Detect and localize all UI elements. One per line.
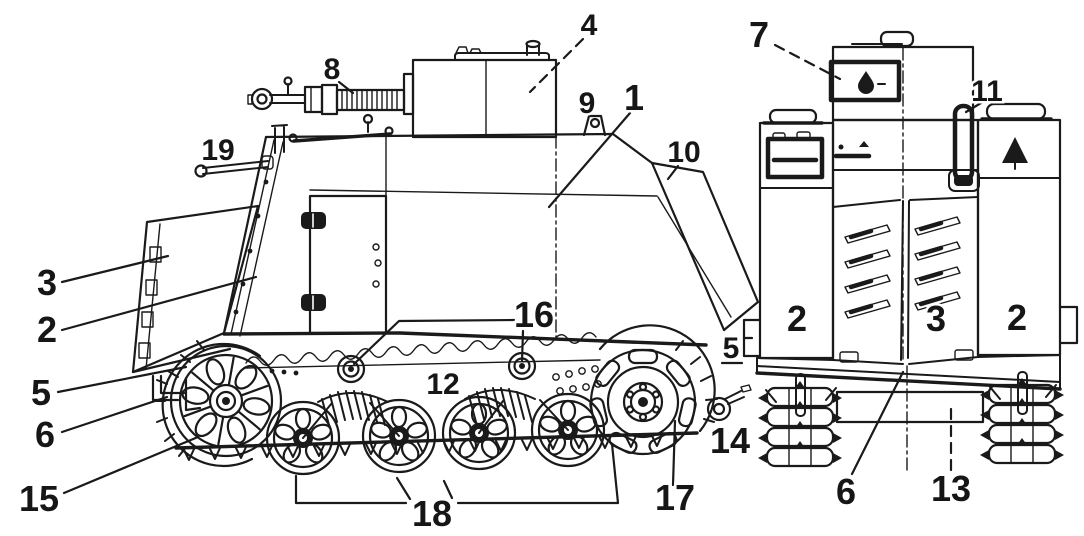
callout-18: 18: [412, 493, 452, 534]
roof-mount: [582, 114, 607, 137]
idler-wheel: [169, 344, 283, 458]
leader-8: [337, 80, 355, 95]
rear-undercarriage: [755, 354, 1066, 473]
running-gear: [153, 324, 752, 476]
leader-lines: [56, 37, 983, 505]
leader-11: [964, 101, 983, 114]
leader-4: [528, 37, 585, 94]
handle-rail: [952, 103, 975, 183]
leader-1: [547, 111, 632, 209]
leader-17: [671, 419, 677, 487]
track-rear-wrap: [598, 324, 716, 433]
callout-15: 15: [19, 478, 59, 519]
leader-7: [773, 43, 842, 81]
callout-9: 9: [579, 87, 596, 120]
callout-4: 4: [581, 9, 598, 42]
callout-6: 6: [35, 414, 55, 455]
callout-19: 19: [201, 134, 234, 167]
fender-band: [756, 365, 1061, 383]
side-view: [131, 39, 760, 476]
turret-hatch: [454, 52, 550, 61]
side-bracket: [1058, 305, 1079, 345]
hull-side: [131, 113, 760, 412]
callout-5: 5: [31, 372, 51, 413]
droplet-icon: [858, 71, 874, 94]
panel-marking-left: 2: [787, 298, 807, 339]
leader-16: [352, 318, 525, 366]
leader-6: [60, 395, 169, 434]
cupola-hatch: [879, 30, 915, 48]
callout-11: 11: [971, 75, 1003, 108]
tow-hook: [706, 384, 752, 422]
rear-view: [742, 30, 1079, 473]
leader-18: [294, 442, 620, 505]
louver: [915, 242, 960, 260]
callout-2: 2: [37, 309, 57, 350]
leader-5: [56, 365, 188, 394]
callout-3: 3: [37, 262, 57, 303]
side-door: [308, 194, 388, 335]
side-bracket: [742, 318, 762, 358]
louver: [915, 267, 960, 285]
callout-8: 8: [324, 53, 341, 86]
leader-3: [60, 254, 170, 284]
callout-10: 10: [667, 136, 700, 169]
leaf-spring-bogie: [464, 387, 569, 434]
leaf-spring-bogie: [302, 390, 400, 439]
track-bottom-run: [174, 431, 699, 450]
triangle-icon: [1002, 137, 1028, 163]
muzzle: [250, 87, 274, 111]
callout-6-rear: 6: [836, 471, 856, 512]
engine-deck: [831, 118, 980, 365]
callout-5-rear: 5: [723, 332, 740, 365]
callout-1: 1: [624, 77, 644, 118]
callout-17: 17: [655, 477, 695, 518]
louver: [915, 217, 960, 235]
leader-6-rear: [850, 370, 905, 476]
access-opening: [765, 136, 825, 180]
callout-14: 14: [710, 420, 750, 461]
rear-box: [835, 390, 985, 424]
panel-marking-right: 2: [1007, 297, 1027, 338]
turret: [411, 39, 607, 139]
drive-sprocket: [588, 348, 698, 456]
callout-16: 16: [514, 294, 554, 335]
flame-projector: [247, 72, 415, 116]
rear-plate: [650, 161, 760, 332]
callout-12: 12: [426, 368, 459, 401]
louver: [845, 250, 890, 268]
signal-rod: [202, 160, 269, 175]
fuel-box: [828, 59, 902, 103]
panel-marking-center: 3: [926, 298, 946, 339]
louver: [845, 300, 890, 318]
leader-10: [666, 164, 680, 181]
right-stowage-box: [976, 102, 1079, 357]
louver: [845, 275, 890, 293]
callout-labels: 19 8 4 9 1 10 3 2 5 6 15 16 12 18 17 14 …: [16, 7, 1029, 536]
callout-7: 7: [749, 14, 769, 55]
leader-2: [60, 275, 258, 332]
callout-13: 13: [931, 468, 971, 509]
grab-rail: [292, 132, 392, 143]
track-top-run: [245, 332, 597, 366]
leader-15: [62, 435, 200, 495]
louver: [845, 225, 890, 243]
left-track-rear: [756, 379, 844, 468]
